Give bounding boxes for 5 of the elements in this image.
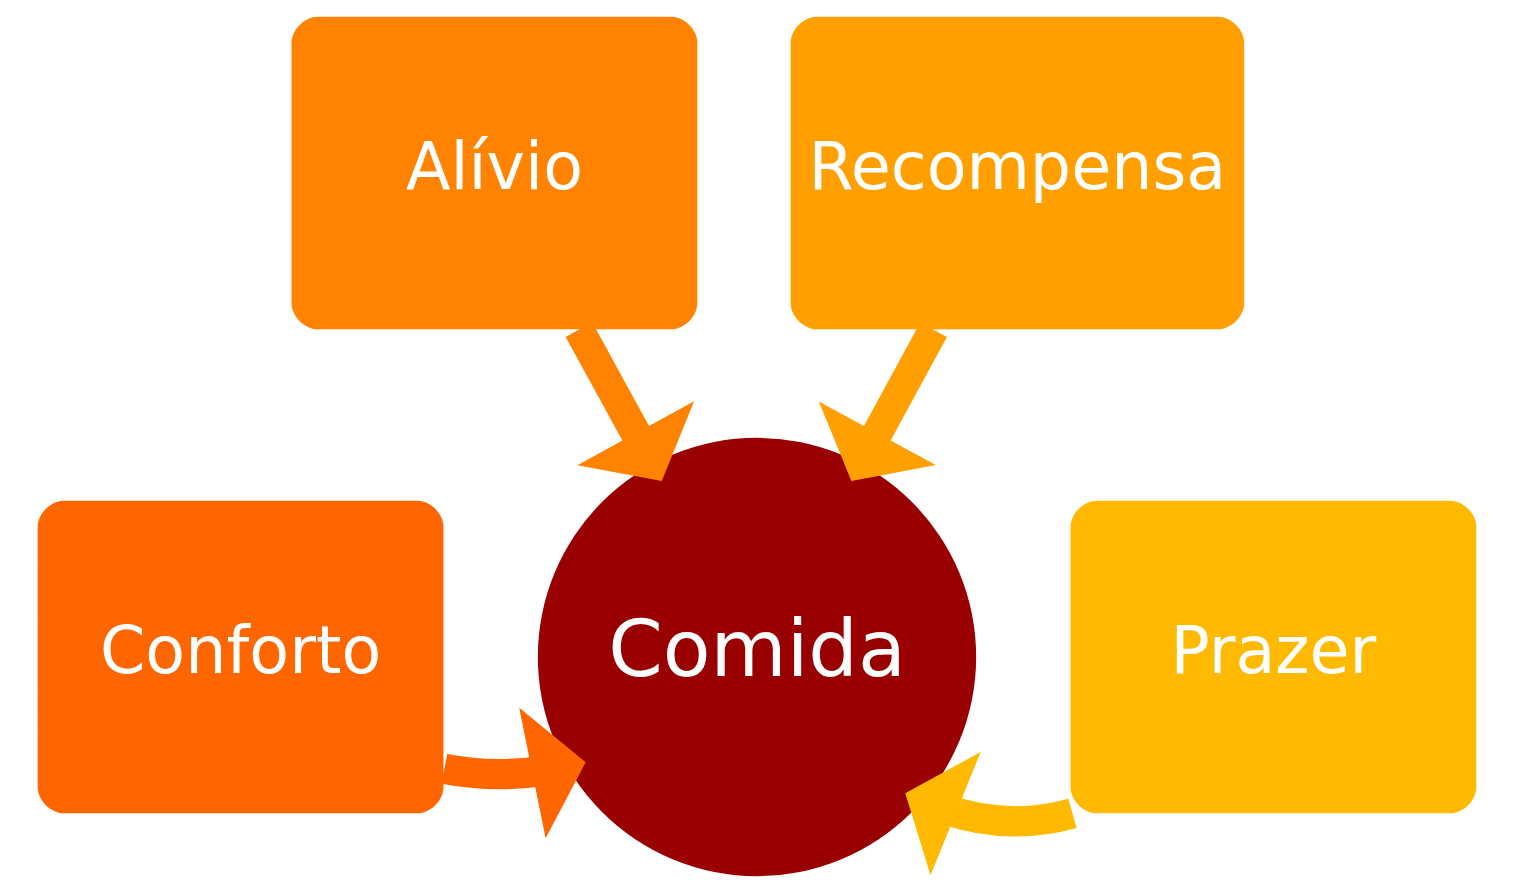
node-box: Conforto (37, 500, 444, 814)
node-box: Alívio (291, 16, 698, 330)
node-box: Prazer (1070, 500, 1477, 814)
node-box: Recompensa (790, 16, 1245, 330)
node-circle: Comida (537, 437, 977, 877)
